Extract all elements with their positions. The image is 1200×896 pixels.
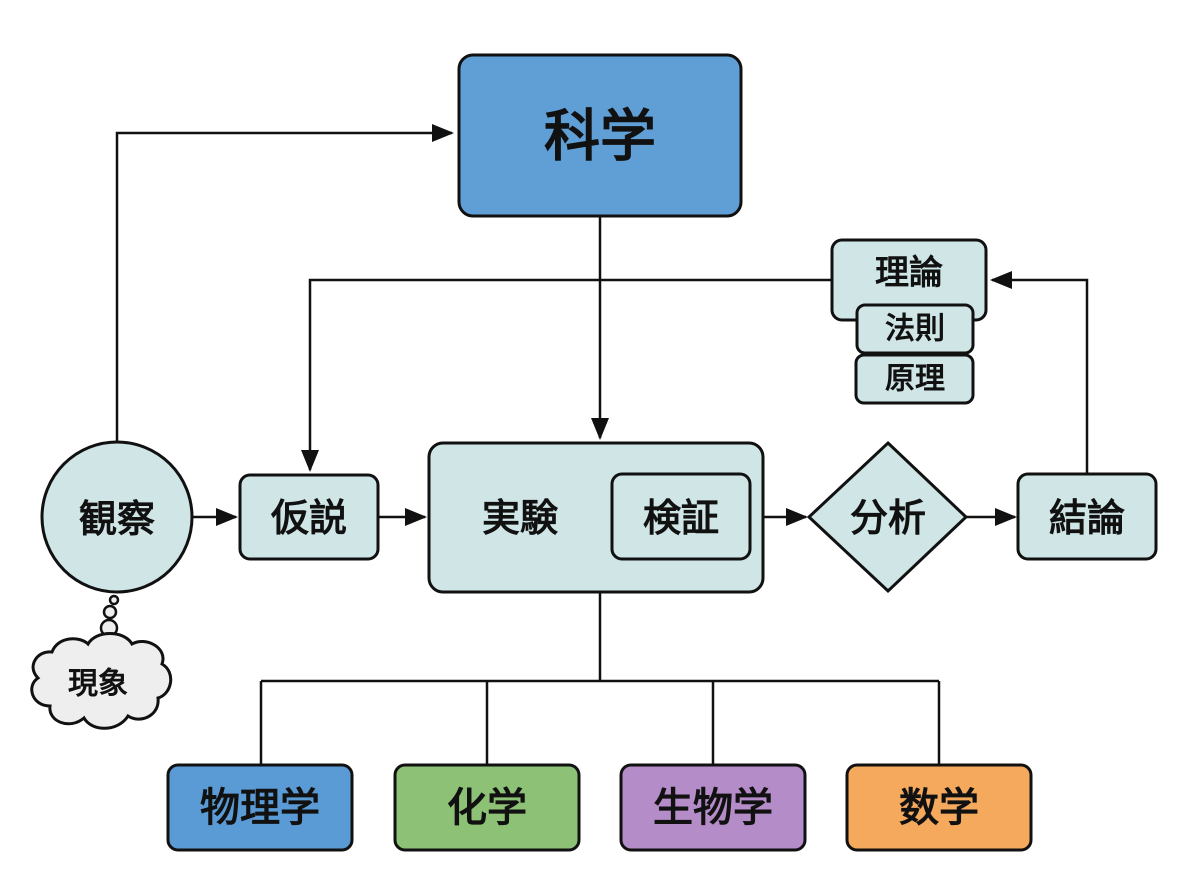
node-chemistry[interactable]: 化学 xyxy=(393,763,581,852)
node-phenomenon-label: 現象 xyxy=(68,667,128,702)
node-biology-label: 生物学 xyxy=(653,785,773,831)
node-verification xyxy=(610,472,752,561)
node-chemistry-label: 化学 xyxy=(447,785,527,831)
node-verification-label: 検証 xyxy=(643,496,719,540)
thought-bubble-icon xyxy=(99,594,120,638)
node-math[interactable]: 数学 xyxy=(845,763,1033,852)
node-observation[interactable]: 観察 xyxy=(40,440,194,594)
node-science[interactable]: 科学 xyxy=(457,53,743,218)
node-observation-label: 観察 xyxy=(79,497,155,541)
node-conclusion-label: 結論 xyxy=(1049,496,1125,540)
node-conclusion[interactable]: 結論 xyxy=(1016,472,1158,561)
node-principle-label: 原理 xyxy=(885,362,945,397)
node-theory-label: 理論 xyxy=(875,253,943,293)
connector-experiment-to-fields xyxy=(259,592,941,765)
node-law xyxy=(855,303,975,355)
node-physics[interactable]: 物理学 xyxy=(166,763,354,852)
connector-observation-to-science xyxy=(115,124,454,442)
node-experiment-label: 実験 xyxy=(482,496,559,540)
node-biology[interactable]: 生物学 xyxy=(619,763,807,852)
node-hypothesis[interactable]: 仮説 xyxy=(238,473,380,561)
node-hypothesis-label: 仮説 xyxy=(270,496,347,540)
node-experiment[interactable]: 実験 検証 xyxy=(427,441,765,594)
node-analysis[interactable]: 分析 xyxy=(806,440,969,594)
node-phenomenon-cloud[interactable]: 現象 xyxy=(30,632,173,730)
node-principle xyxy=(854,353,975,405)
node-analysis-label: 分析 xyxy=(850,496,926,540)
connector-theory-to-hypothesis xyxy=(301,278,832,472)
node-law-label: 法則 xyxy=(885,312,945,347)
node-theory-group[interactable]: 理論 法則 原理 xyxy=(830,238,988,405)
node-math-label: 数学 xyxy=(899,785,979,831)
node-physics-label: 物理学 xyxy=(200,785,320,831)
node-science-label: 科学 xyxy=(544,105,656,170)
connector-conclusion-to-theory xyxy=(990,271,1089,474)
